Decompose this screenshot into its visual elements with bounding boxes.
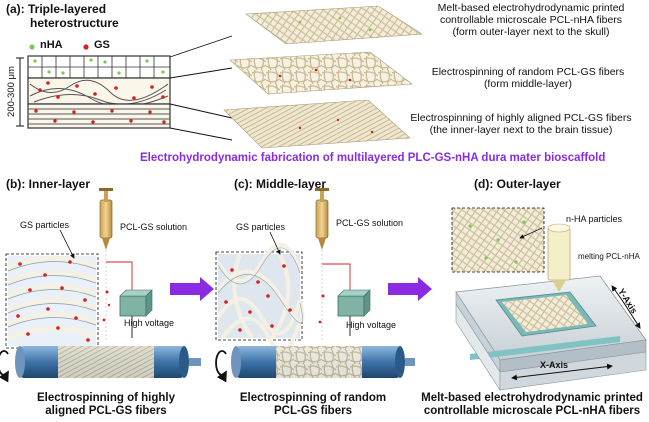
panel-d-caption: Melt-based electrohydrodynamic printed c… bbox=[418, 392, 646, 418]
panel-d-melting: melting PCL-nHA bbox=[578, 252, 640, 261]
outer-layer-callout-line3: (form outer-layer next to the skull) bbox=[452, 26, 610, 38]
panel-b-gs-particles: GS particles bbox=[20, 220, 70, 230]
outer-layer-callout: Melt-based electrohydrodynamic printed c… bbox=[418, 2, 644, 38]
inner-layer-callout-line1: Electrospinning of highly aligned PCL-GS… bbox=[410, 112, 632, 124]
process-arrow-1 bbox=[170, 277, 214, 301]
leader-lines bbox=[169, 35, 233, 141]
panel-a-title: Electrohydrodynamic fabrication of multi… bbox=[140, 152, 606, 164]
middle-layer-illustration bbox=[215, 188, 415, 383]
process-arrow-2 bbox=[388, 277, 432, 301]
outer-layer-callout-line1: Melt-based electrohydrodynamic printed bbox=[437, 2, 625, 14]
panel-c-caption-line1: Electrospinning of random bbox=[239, 392, 387, 404]
gs-legend-label: GS bbox=[94, 39, 110, 51]
panel-a-label: (a): Triple-layered heterostructure bbox=[6, 2, 119, 30]
panel-b-caption: Electrospinning of highly aligned PCL-GS… bbox=[6, 392, 206, 418]
panel-c-caption-line2: PCL-GS fibers bbox=[274, 405, 352, 417]
panel-c-caption: Electrospinning of random PCL-GS fibers bbox=[216, 392, 410, 418]
inner-layer-callout-line2: (the inner-layer next to the brain tissu… bbox=[429, 124, 613, 136]
middle-layer-callout: Electrospinning of random PCL-GS fibers … bbox=[412, 66, 644, 90]
panel-d-label: (d): Outer-layer bbox=[474, 177, 561, 191]
panel-c-gs-particles: GS particles bbox=[236, 222, 286, 232]
panel-d-x-axis: X-Axis bbox=[540, 360, 569, 370]
thickness-label: 200-300 μm bbox=[5, 66, 17, 117]
nha-legend-label: nHA bbox=[40, 39, 63, 51]
inner-layer-callout: Electrospinning of highly aligned PCL-GS… bbox=[396, 112, 646, 136]
panel-a-label-line1: (a): Triple-layered bbox=[6, 2, 107, 16]
middle-layer-callout-line1: Electrospinning of random PCL-GS fibers bbox=[431, 66, 625, 78]
panel-b-caption-line2: aligned PCL-GS fibers bbox=[45, 405, 167, 417]
panel-d-nha-particles: n-HA particles bbox=[566, 214, 623, 224]
exploded-layers bbox=[223, 5, 423, 149]
outer-layer-illustration bbox=[451, 207, 647, 392]
panel-a-label-line2: heterostructure bbox=[30, 16, 119, 30]
middle-layer-callout-line2: (form middle-layer) bbox=[483, 78, 573, 90]
nha-legend-dot bbox=[29, 44, 35, 50]
panel-d-caption-line1: Melt-based electrohydrodynamic printed bbox=[421, 392, 643, 404]
panel-b-caption-line1: Electrospinning of highly bbox=[37, 392, 175, 404]
panel-c-label: (c): Middle-layer bbox=[234, 177, 327, 191]
triple-layer-schematic bbox=[16, 55, 171, 129]
panel-c-high-voltage: High voltage bbox=[346, 320, 397, 330]
panel-d-caption-line2: controllable microscale PCL-nHA fibers bbox=[423, 405, 641, 417]
outer-layer-callout-line2: controllable microscale PCL-nHA fibers bbox=[439, 14, 623, 26]
panel-b-label: (b): Inner-layer bbox=[6, 177, 91, 191]
panel-c-solution: PCL-GS solution bbox=[336, 218, 404, 228]
gs-legend-dot bbox=[83, 44, 89, 50]
inner-layer-illustration bbox=[0, 188, 201, 383]
panel-b-solution: PCL-GS solution bbox=[120, 222, 188, 232]
panel-b-high-voltage: High voltage bbox=[124, 318, 175, 328]
